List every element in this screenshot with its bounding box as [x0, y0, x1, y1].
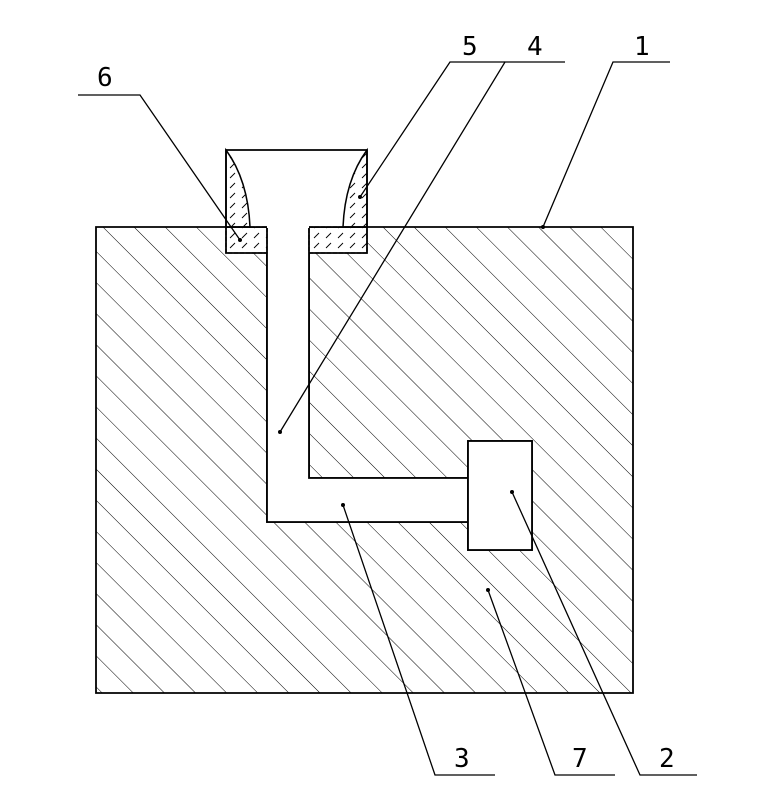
label-5: 5	[462, 32, 478, 62]
leader-4: 4	[278, 32, 565, 434]
label-1: 1	[634, 32, 650, 62]
label-6: 6	[97, 63, 113, 93]
cavity-2	[467, 440, 533, 551]
seal-5-right	[342, 147, 368, 228]
label-7: 7	[572, 744, 588, 774]
leader-5: 5	[358, 32, 505, 199]
label-3: 3	[454, 744, 470, 774]
seal-5-left	[225, 147, 251, 228]
label-2: 2	[659, 744, 675, 774]
leader-3: 3	[341, 503, 495, 776]
main-body-1	[95, 226, 634, 694]
label-4: 4	[527, 32, 543, 62]
leader-2: 2	[510, 490, 697, 776]
leader-7: 7	[486, 588, 615, 776]
leader-6: 6	[78, 63, 242, 242]
leader-1: 1	[541, 32, 670, 229]
seal-6-right	[308, 226, 368, 254]
seal-6-left	[225, 226, 268, 254]
